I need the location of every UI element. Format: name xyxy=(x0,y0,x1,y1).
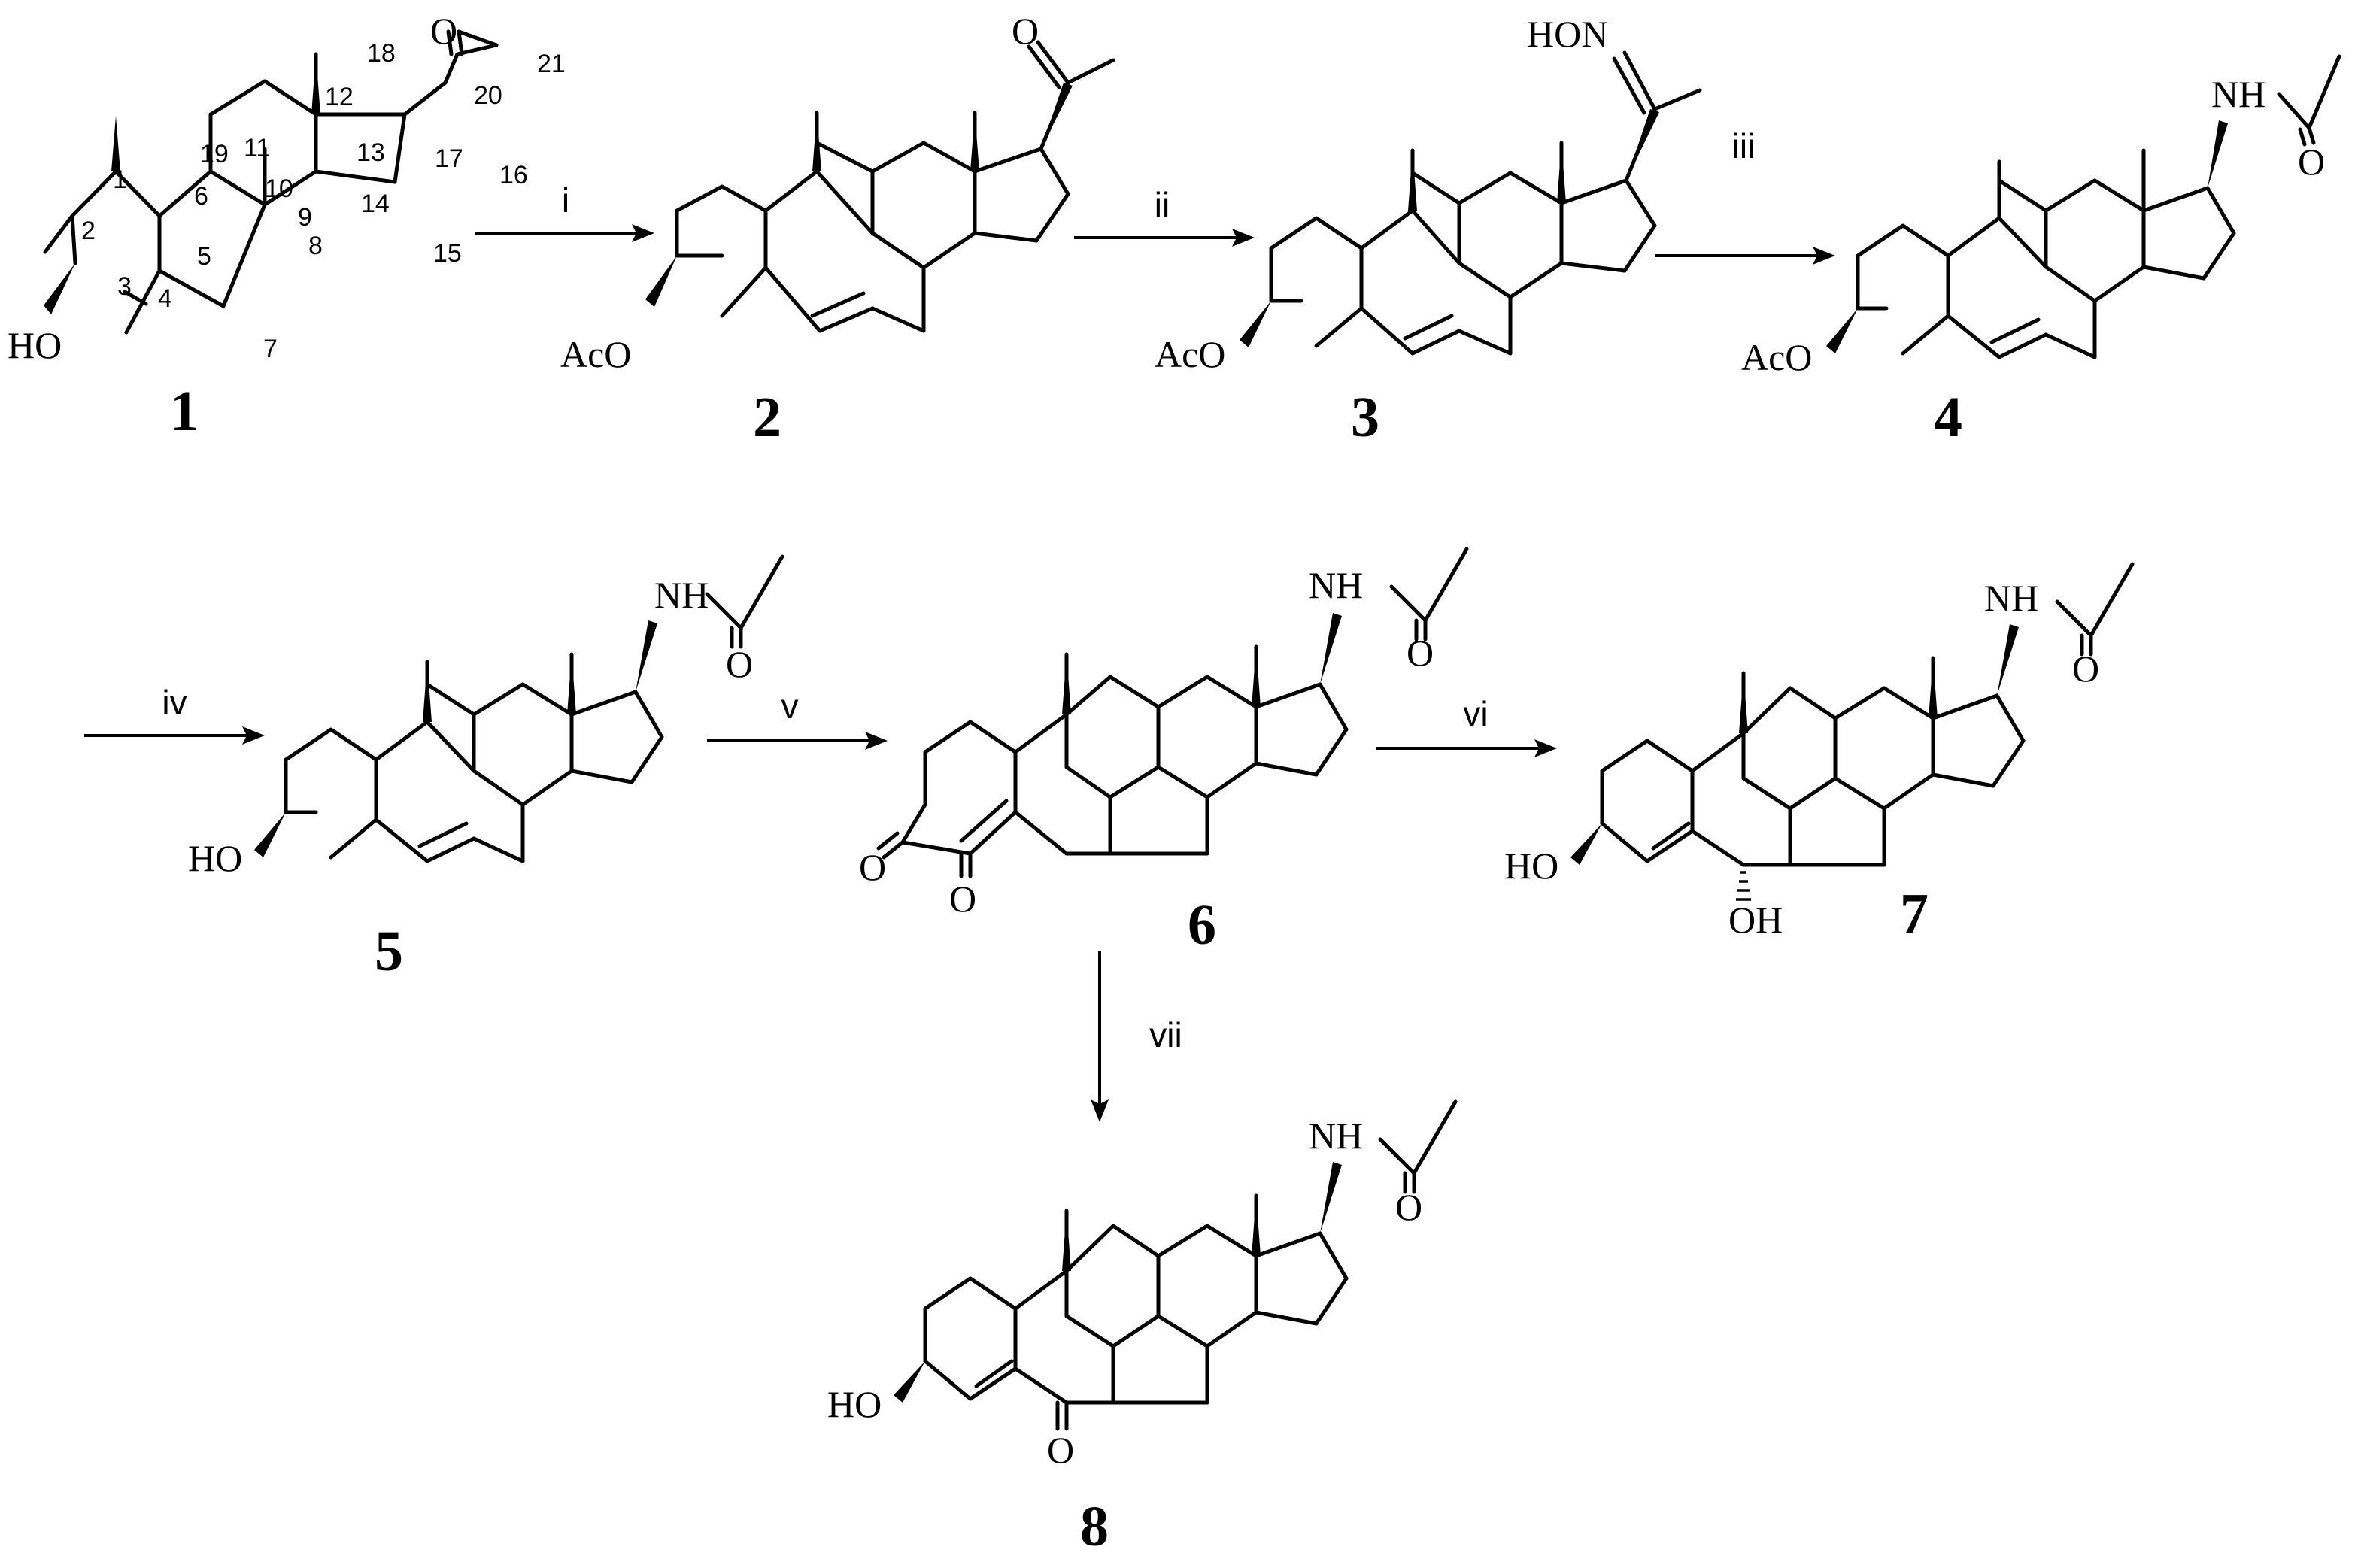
c6-ketone-oxygen-label: O xyxy=(949,878,976,920)
arrow-iii: iii xyxy=(1655,126,1835,265)
c16-number: 16 xyxy=(499,161,528,190)
arrow-iv: iv xyxy=(84,683,265,745)
reagent-label-i: i xyxy=(562,180,569,220)
c3-hydroxyl-label: HO xyxy=(188,837,242,879)
c8-number: 8 xyxy=(308,232,323,260)
c5-number: 5 xyxy=(197,242,211,271)
compound-6-structure: O O NH O xyxy=(859,547,1469,920)
c6-number: 6 xyxy=(194,182,208,211)
compound-label-6: 6 xyxy=(1188,893,1216,957)
acetoxy-label: AcO xyxy=(1155,333,1225,375)
reagent-label-vi: vi xyxy=(1463,694,1488,733)
c2-number: 2 xyxy=(81,217,96,245)
reagent-label-iii: iii xyxy=(1732,126,1756,165)
c18-number: 18 xyxy=(367,39,396,68)
c9-number: 9 xyxy=(298,203,312,232)
compound-label-5: 5 xyxy=(375,920,403,983)
compound-label-1: 1 xyxy=(170,380,199,443)
amide-nh-label: NH xyxy=(1309,564,1363,606)
compound-8-structure: HO O NH O xyxy=(827,1099,1458,1471)
amide-oxygen-label: O xyxy=(2072,648,2099,690)
c13-number: 13 xyxy=(357,138,385,167)
c10-number: 10 xyxy=(265,174,293,203)
compound-label-8: 8 xyxy=(1080,1495,1109,1558)
amide-nh-label: NH xyxy=(654,574,709,616)
c14-number: 14 xyxy=(361,190,390,218)
arrow-vi: vi xyxy=(1376,694,1557,757)
compound-5-structure: HO NH O xyxy=(188,554,784,879)
reagent-label-ii: ii xyxy=(1155,185,1170,224)
c15-number: 15 xyxy=(433,239,462,268)
c12-number: 12 xyxy=(325,83,354,111)
compound-label-7: 7 xyxy=(1900,882,1929,945)
compound-label-4: 4 xyxy=(1934,386,1962,449)
acetoxy-label: AcO xyxy=(1741,336,1812,378)
arrow-ii: ii xyxy=(1074,185,1255,247)
reagent-label-vii: vii xyxy=(1149,1015,1182,1054)
amide-oxygen-label: O xyxy=(2298,141,2325,183)
acetoxy-label: AcO xyxy=(560,333,631,375)
arrow-vii: vii xyxy=(1091,951,1182,1122)
reagent-label-v: v xyxy=(781,687,799,726)
arrow-v: v xyxy=(707,687,888,750)
c7-number: 7 xyxy=(263,335,278,363)
compound-labels: 1 2 3 4 5 6 7 8 xyxy=(170,380,1962,1558)
c17-number: 17 xyxy=(435,144,463,173)
compound-2-structure: AcO O xyxy=(560,10,1115,375)
oxime-label: HON xyxy=(1527,13,1608,55)
compound-1-structure: HO O xyxy=(8,10,499,366)
c20-number: 20 xyxy=(474,81,502,110)
amide-nh-label: NH xyxy=(2211,73,2265,115)
c11-number: 11 xyxy=(244,134,270,162)
c1-number: 1 xyxy=(113,165,127,194)
amide-oxygen-label: O xyxy=(726,643,753,685)
arrow-i: i xyxy=(475,180,654,242)
c3-hydroxyl-label: HO xyxy=(827,1383,882,1425)
compound-7-structure: HO OH NH O xyxy=(1504,562,2135,941)
reagent-label-iv: iv xyxy=(162,683,187,722)
compound-label-2: 2 xyxy=(753,386,781,449)
atom-numbering: 1 2 3 4 5 6 7 8 9 10 11 12 13 14 15 16 1… xyxy=(81,39,566,363)
c21-number: 21 xyxy=(537,50,566,78)
c4-number: 4 xyxy=(158,284,172,313)
amide-oxygen-label: O xyxy=(1395,1186,1422,1228)
compound-label-3: 3 xyxy=(1351,386,1379,449)
amide-nh-label: NH xyxy=(1309,1115,1363,1157)
compound-3-structure: AcO HON xyxy=(1155,13,1702,375)
c3-ketone-oxygen-label: O xyxy=(859,846,886,888)
c6-hydroxyl-label: OH xyxy=(1728,899,1783,941)
ketone-oxygen-label: O xyxy=(1012,10,1039,52)
c19-number: 19 xyxy=(200,140,229,168)
compound-4-structure: AcO NH O xyxy=(1741,54,2341,378)
c3-hydroxyl-label: HO xyxy=(1504,845,1558,887)
amide-nh-label: NH xyxy=(1984,577,2038,619)
c6-hashed-bond xyxy=(1736,871,1751,901)
c3-number: 3 xyxy=(117,272,132,301)
amide-oxygen-label: O xyxy=(1407,632,1434,674)
c3-hydroxyl-label: HO xyxy=(8,324,62,366)
c6-ketone-oxygen-label: O xyxy=(1047,1429,1074,1471)
c20-oxygen-label: O xyxy=(430,10,457,52)
